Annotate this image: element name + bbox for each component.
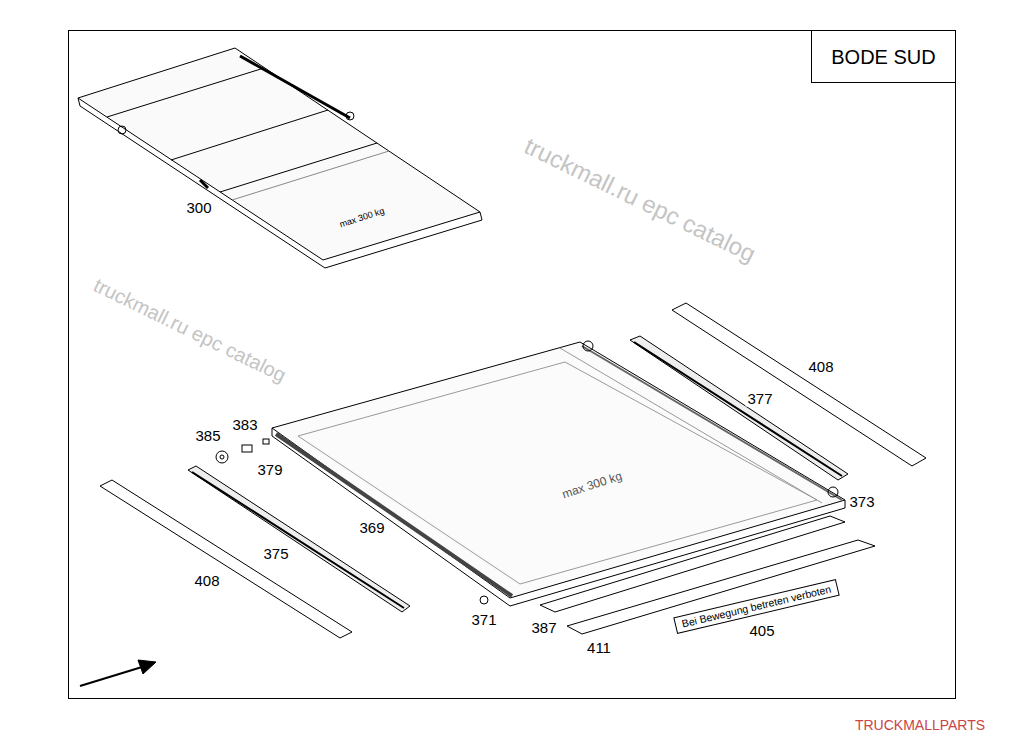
end-cap — [480, 596, 488, 604]
front-strip — [567, 540, 875, 634]
callout-number: 387 — [529, 619, 558, 636]
callout-number: 375 — [261, 545, 290, 562]
callout-number: 377 — [745, 390, 774, 407]
callout-number: 408 — [192, 572, 221, 589]
pin — [263, 439, 269, 444]
cover-strip — [100, 480, 352, 638]
callout-number: 369 — [357, 519, 386, 536]
watermark: truckmall.ru epc catalog — [521, 134, 759, 267]
title-box: BODE SUD — [811, 30, 956, 83]
frame — [69, 31, 956, 699]
direction-arrow — [80, 667, 142, 686]
callout-number: 373 — [847, 493, 876, 510]
callout-number: 411 — [585, 639, 613, 656]
ramp-plate — [78, 48, 482, 268]
side-rail — [630, 336, 848, 480]
callout-number: 385 — [193, 427, 222, 444]
cover-strip — [672, 303, 926, 466]
callout-number: 379 — [255, 461, 284, 478]
floor-plate — [272, 341, 845, 606]
washer-hole — [220, 455, 224, 459]
box-text: BODE SUD — [831, 47, 935, 67]
callout-number: 383 — [230, 416, 259, 433]
watermark-logo: TRUCKMALLPARTS — [855, 718, 985, 732]
callout-number: 408 — [806, 358, 835, 375]
arrow-head — [138, 660, 156, 674]
end-cap — [828, 487, 838, 497]
watermark: truckmall.ru epc catalog — [91, 275, 290, 386]
callout-number: 300 — [184, 199, 213, 216]
rail-edge — [634, 342, 842, 476]
rail-edge — [192, 472, 404, 608]
callout-number: 371 — [469, 611, 498, 628]
bushing — [242, 445, 252, 452]
side-rail — [188, 466, 410, 612]
washer — [216, 451, 228, 463]
callout-number: 405 — [747, 622, 776, 639]
